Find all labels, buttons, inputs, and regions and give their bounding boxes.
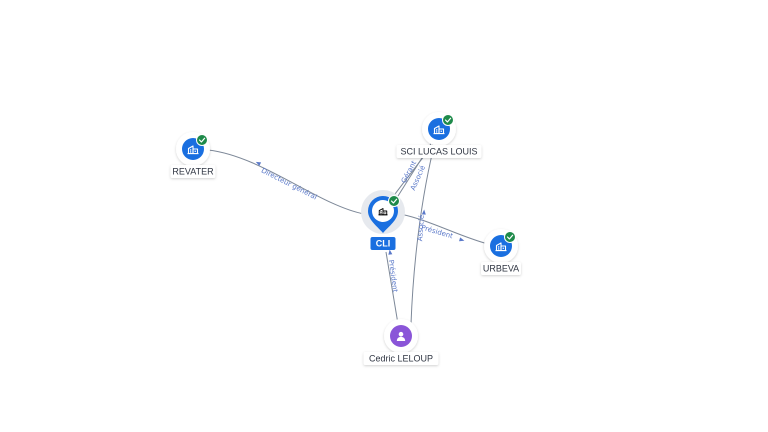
node-name: CLI: [376, 238, 391, 248]
node-cedric[interactable]: Cedric LELOUP: [363, 319, 439, 365]
node-label-urbeva[interactable]: URBEVA: [481, 262, 521, 275]
node-name: Cedric LELOUP: [369, 353, 433, 363]
edge-arrow: [388, 249, 393, 255]
node-cli[interactable]: CLI: [361, 190, 405, 250]
verified-check-icon: [442, 114, 454, 126]
node-urbeva[interactable]: URBEVA: [481, 229, 521, 275]
node-name: REVATER: [172, 166, 214, 176]
edge-arrow: [421, 209, 426, 215]
label-chip: [370, 237, 396, 250]
edge-label: Directeur général: [260, 166, 318, 201]
check-mark: [444, 117, 452, 123]
label-chip: [396, 145, 482, 158]
check-mark: [506, 234, 514, 240]
node-label-cli[interactable]: CLI: [370, 237, 396, 250]
verified-check-icon: [196, 134, 208, 146]
check-mark: [198, 137, 206, 143]
node-label-cedric[interactable]: Cedric LELOUP: [363, 352, 439, 365]
edge-arrow: [459, 237, 465, 242]
label-chip: [481, 262, 521, 275]
edge-cedric-sci: [410, 137, 437, 325]
verified-check-icon: [388, 195, 400, 207]
node-name: URBEVA: [483, 263, 519, 273]
verified-check-icon: [504, 231, 516, 243]
edge-arrow: [255, 161, 262, 166]
node-label-sci[interactable]: SCI LUCAS LOUIS: [396, 145, 482, 158]
edge-label: Président: [387, 259, 400, 293]
edge-cli-urbeva: [399, 213, 489, 245]
check-mark: [390, 198, 398, 204]
node-name: SCI LUCAS LOUIS: [400, 146, 477, 156]
node-label-revater[interactable]: REVATER: [170, 165, 216, 178]
node-revater[interactable]: REVATER: [170, 132, 216, 178]
edge-label: Président: [420, 224, 454, 241]
edge-label: Associé: [416, 215, 426, 242]
edge-cli-revater: [207, 149, 365, 215]
label-chip: [363, 352, 439, 365]
label-chip: [170, 165, 216, 178]
node-sci[interactable]: SCI LUCAS LOUIS: [396, 112, 482, 158]
edge-cedric-cli: [385, 251, 399, 325]
